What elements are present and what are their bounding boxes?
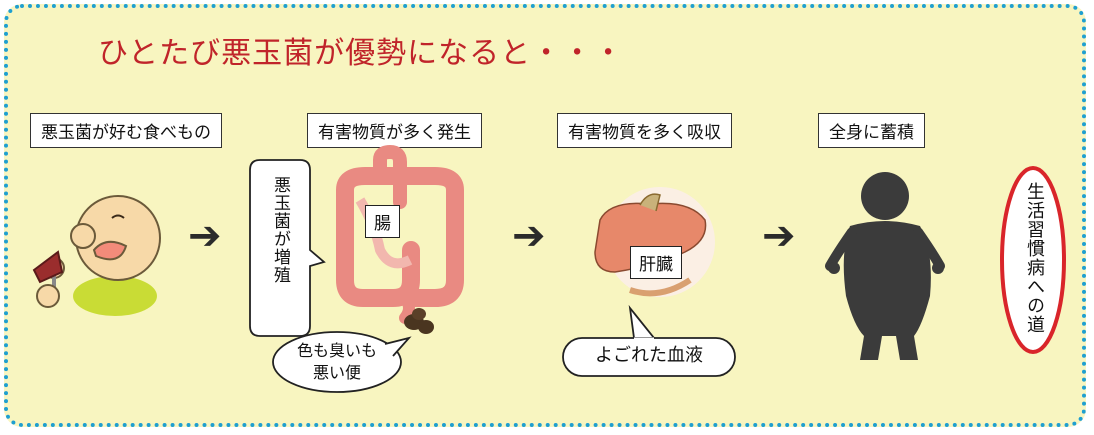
arrow-icon: ➔ xyxy=(512,213,546,259)
step-label-food: 悪玉菌が好む食べもの xyxy=(30,113,222,148)
feces-illustration xyxy=(404,308,434,334)
intestine-tag: 腸 xyxy=(365,205,400,238)
intestine-illustration xyxy=(336,144,464,324)
liver-tag: 肝臓 xyxy=(630,246,682,279)
diagram-title: ひとたび悪玉菌が優勢になると・・・ xyxy=(98,36,625,71)
arrow-icon: ➔ xyxy=(188,213,222,259)
growth-speech-bubble xyxy=(249,159,326,337)
step-label-harmful-generated: 有害物質が多く発生 xyxy=(307,113,482,148)
body-silhouette-illustration xyxy=(825,172,945,360)
liver-illustration xyxy=(594,187,715,297)
stool-bubble-text: 色も臭いも 悪い便 xyxy=(273,340,401,384)
blood-speech-bubble xyxy=(562,304,736,377)
blood-bubble-text: よごれた血液 xyxy=(595,345,703,366)
step-label-body-accumulation: 全身に蓄積 xyxy=(818,113,925,148)
growth-bubble-text: 悪玉菌が増殖 xyxy=(270,176,290,284)
stool-bubble-line2: 悪い便 xyxy=(312,363,361,382)
step-label-harmful-absorbed: 有害物質を多く吸収 xyxy=(557,113,732,148)
result-text: 生活習慣病への道 xyxy=(1024,182,1045,334)
stool-speech-bubble xyxy=(272,331,412,393)
eating-person-illustration xyxy=(32,195,161,316)
result-ring xyxy=(1000,166,1066,354)
stool-bubble-line1: 色も臭いも xyxy=(296,341,377,360)
arrow-icon: ➔ xyxy=(762,213,796,259)
